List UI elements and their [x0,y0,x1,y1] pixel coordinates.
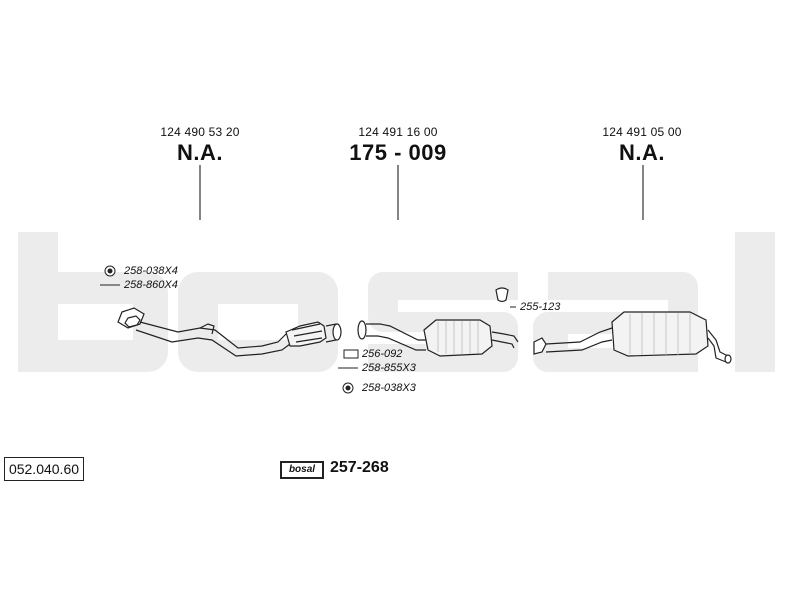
ref-label-1: N.A. [177,140,223,165]
ref-label-2: 175 - 009 [349,140,447,165]
diagram-id: 052.040.60 [4,457,84,481]
part-label-6: 258-038X3 [362,382,416,394]
ref-label-3: N.A. [619,140,665,165]
rear-silencer [533,311,732,364]
small-part-icons [100,265,516,394]
front-pipe-catalyst [117,307,342,357]
part-label-3: 255-123 [520,301,561,313]
leader-lines [199,165,644,220]
gasket-icon [343,349,359,359]
part-label-4: 256-092 [362,348,403,360]
part-label-2: 258-860X4 [124,279,178,291]
center-silencer [357,287,519,357]
part-label-1: 258-038X4 [124,265,178,277]
oe-number-2: 124 491 16 00 [358,125,438,139]
part-label-5: 258-855X3 [362,362,416,374]
oe-number-3: 124 491 05 00 [602,125,682,139]
oe-number-1: 124 490 53 20 [160,125,240,139]
watermark-logo [18,232,775,372]
brand-logo-box: bosal [280,461,324,479]
kit-number: 257-268 [330,459,389,476]
